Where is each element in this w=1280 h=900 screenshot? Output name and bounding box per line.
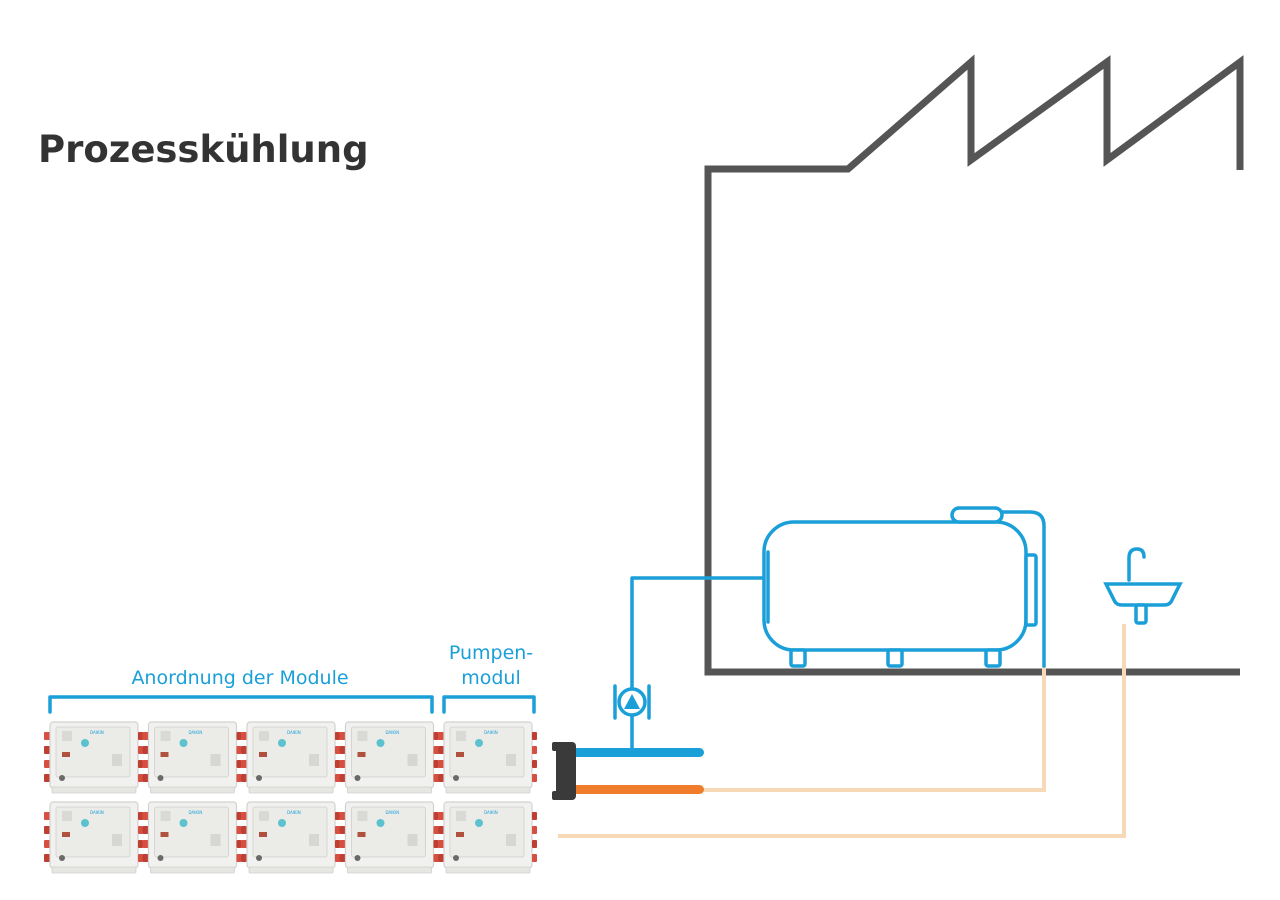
chiller-module-unit: DAIKIN — [339, 801, 439, 874]
factory-building-icon — [704, 54, 1244, 676]
sink-icon — [1103, 547, 1183, 625]
chiller-module-unit: DAIKIN — [339, 721, 439, 794]
modules-bracket — [48, 695, 434, 714]
chiller-module-unit: DAIKIN — [241, 721, 340, 794]
unit-brand-logo: DAIKIN — [189, 730, 203, 735]
chiller-module-unit: DAIKIN — [142, 721, 242, 794]
unit-brand-logo: DAIKIN — [90, 810, 104, 815]
return-line-tank — [700, 666, 1046, 792]
chiller-module-unit: DAIKIN — [44, 801, 143, 874]
return-pipe — [572, 785, 704, 794]
chiller-module-unit: DAIKIN — [241, 801, 340, 874]
module-arrangement: DAIKIN DAIKIN DAIKIN DAIKIN DAIKIN DAIKIN DAIK… — [44, 721, 537, 874]
supply-line — [630, 576, 766, 754]
supply-pipe — [572, 748, 704, 757]
pump-module-unit: DAIKIN — [438, 721, 537, 794]
unit-brand-logo: DAIKIN — [484, 810, 498, 815]
unit-brand-logo: DAIKIN — [90, 730, 104, 735]
unit-brand-logo: DAIKIN — [386, 730, 400, 735]
chiller-module-unit: DAIKIN — [44, 721, 143, 794]
pump-module-unit: DAIKIN — [438, 801, 537, 874]
tank-icon — [762, 506, 1046, 668]
unit-brand-logo: DAIKIN — [484, 730, 498, 735]
pump-icon — [613, 684, 651, 720]
unit-brand-logo: DAIKIN — [386, 810, 400, 815]
unit-brand-logo: DAIKIN — [287, 810, 301, 815]
return-line-sink — [558, 624, 1126, 838]
diagram-title: Prozesskühlung — [38, 128, 369, 171]
pump-module-bracket — [442, 695, 536, 714]
unit-brand-logo: DAIKIN — [287, 730, 301, 735]
pump-module-label-line1: Pumpen- — [449, 642, 533, 664]
hydraulic-header-icon — [552, 742, 576, 800]
unit-brand-logo: DAIKIN — [189, 810, 203, 815]
chiller-module-unit: DAIKIN — [142, 801, 242, 874]
modules-label: Anordnung der Module — [131, 667, 348, 689]
pump-module-label-line2: modul — [461, 667, 521, 689]
